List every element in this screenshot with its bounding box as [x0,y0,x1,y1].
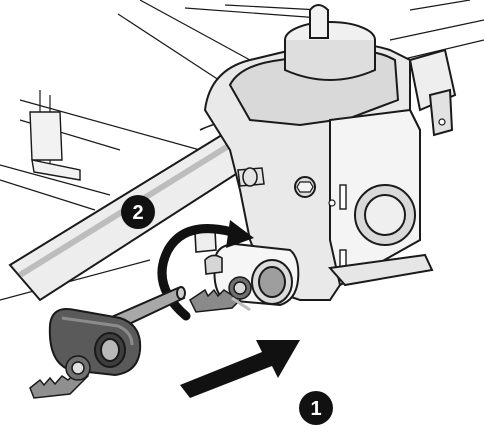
step-2-callout: 2 [121,195,155,229]
key-in-receiver [189,276,252,313]
bolt-stub [237,167,265,187]
step-1-number: 1 [310,398,321,420]
left-bracket [29,111,81,181]
step-1-callout: 1 [299,391,333,425]
insert-arrow [180,340,300,398]
key-in-lock [29,355,91,399]
hitch-housing [203,4,457,301]
step-2-number: 2 [132,202,143,224]
